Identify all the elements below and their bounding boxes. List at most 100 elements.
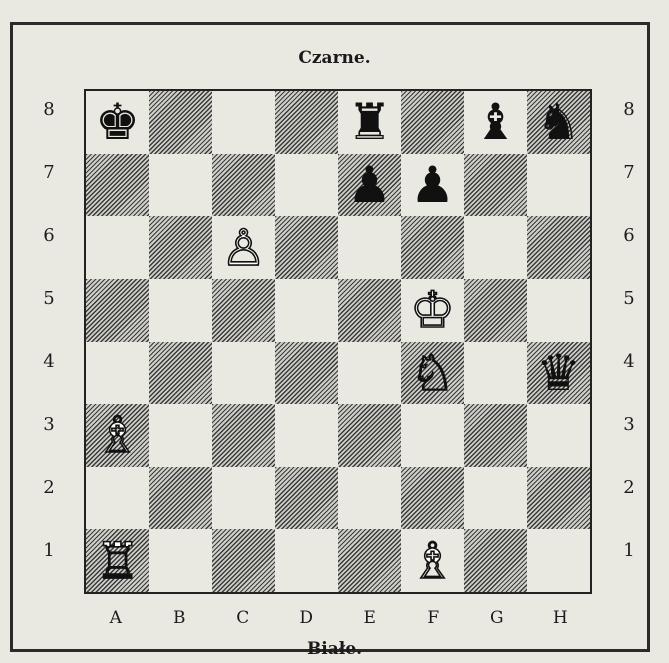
file-label-g: G	[482, 608, 512, 628]
rank-label-1: 1	[618, 540, 640, 561]
square-d5	[275, 279, 338, 342]
white-rook-icon: ♖	[86, 529, 149, 592]
square-g1	[464, 529, 527, 592]
rank-label-4: 4	[618, 351, 640, 372]
square-h8: ♞	[527, 91, 590, 154]
square-g2	[464, 467, 527, 530]
rank-label-2: 2	[38, 477, 60, 498]
square-a6	[86, 216, 149, 279]
square-f7: ♟	[401, 154, 464, 217]
square-e6	[338, 216, 401, 279]
square-a1: ♖	[86, 529, 149, 592]
black-rook-icon: ♜	[338, 91, 401, 154]
black-knight-icon: ♞	[527, 91, 590, 154]
file-label-c: C	[228, 608, 258, 628]
square-g3	[464, 404, 527, 467]
square-d2	[275, 467, 338, 530]
square-a2	[86, 467, 149, 530]
black-pawn-icon: ♟	[401, 154, 464, 217]
square-a7	[86, 154, 149, 217]
rank-label-6: 6	[38, 225, 60, 246]
rank-label-7: 7	[618, 162, 640, 183]
rank-label-4: 4	[38, 351, 60, 372]
square-h1	[527, 529, 590, 592]
rank-label-8: 8	[618, 99, 640, 120]
black-king-icon: ♚	[86, 91, 149, 154]
square-d6	[275, 216, 338, 279]
file-label-a: A	[101, 608, 131, 628]
square-d4	[275, 342, 338, 405]
square-b8	[149, 91, 212, 154]
square-f4: ♘	[401, 342, 464, 405]
square-c4	[212, 342, 275, 405]
rank-label-5: 5	[618, 288, 640, 309]
square-a8: ♚	[86, 91, 149, 154]
square-e7: ♟	[338, 154, 401, 217]
square-c1	[212, 529, 275, 592]
square-g8: ♝	[464, 91, 527, 154]
white-bishop-icon: ♗	[401, 529, 464, 592]
square-f2	[401, 467, 464, 530]
square-e2	[338, 467, 401, 530]
square-e4	[338, 342, 401, 405]
black-side-label: Czarne.	[0, 48, 669, 68]
square-e8: ♜	[338, 91, 401, 154]
rank-label-3: 3	[38, 414, 60, 435]
rank-label-2: 2	[618, 477, 640, 498]
square-h3	[527, 404, 590, 467]
square-e1	[338, 529, 401, 592]
square-h2	[527, 467, 590, 530]
square-d7	[275, 154, 338, 217]
file-label-d: D	[291, 608, 321, 628]
rank-label-8: 8	[38, 99, 60, 120]
black-bishop-icon: ♝	[464, 91, 527, 154]
square-c3	[212, 404, 275, 467]
square-f3	[401, 404, 464, 467]
square-h4: ♛	[527, 342, 590, 405]
square-c2	[212, 467, 275, 530]
square-a5	[86, 279, 149, 342]
square-d1	[275, 529, 338, 592]
rank-label-1: 1	[38, 540, 60, 561]
square-g6	[464, 216, 527, 279]
black-queen-icon: ♛	[527, 342, 590, 405]
file-label-e: E	[355, 608, 385, 628]
square-c5	[212, 279, 275, 342]
square-c8	[212, 91, 275, 154]
rank-label-7: 7	[38, 162, 60, 183]
square-a3: ♗	[86, 404, 149, 467]
square-c7	[212, 154, 275, 217]
file-label-f: F	[418, 608, 448, 628]
square-d3	[275, 404, 338, 467]
square-h7	[527, 154, 590, 217]
square-b6	[149, 216, 212, 279]
square-g7	[464, 154, 527, 217]
file-label-b: B	[164, 608, 194, 628]
white-side-label: Białe.	[0, 639, 669, 659]
square-e3	[338, 404, 401, 467]
white-pawn-icon: ♙	[212, 216, 275, 279]
square-b3	[149, 404, 212, 467]
square-h6	[527, 216, 590, 279]
white-bishop-icon: ♗	[86, 404, 149, 467]
file-label-h: H	[545, 608, 575, 628]
square-b4	[149, 342, 212, 405]
white-king-icon: ♔	[401, 279, 464, 342]
chess-board: ♚ ♜ ♝♞ ♟♟ ♙ ♔♘ ♛ ♗ ♖ ♗	[84, 89, 592, 594]
square-e5	[338, 279, 401, 342]
square-g5	[464, 279, 527, 342]
square-b5	[149, 279, 212, 342]
square-f5: ♔	[401, 279, 464, 342]
square-a4	[86, 342, 149, 405]
rank-label-5: 5	[38, 288, 60, 309]
square-h5	[527, 279, 590, 342]
square-b7	[149, 154, 212, 217]
square-c6: ♙	[212, 216, 275, 279]
rank-label-3: 3	[618, 414, 640, 435]
square-g4	[464, 342, 527, 405]
square-f1: ♗	[401, 529, 464, 592]
square-d8	[275, 91, 338, 154]
rank-label-6: 6	[618, 225, 640, 246]
square-f6	[401, 216, 464, 279]
square-b2	[149, 467, 212, 530]
